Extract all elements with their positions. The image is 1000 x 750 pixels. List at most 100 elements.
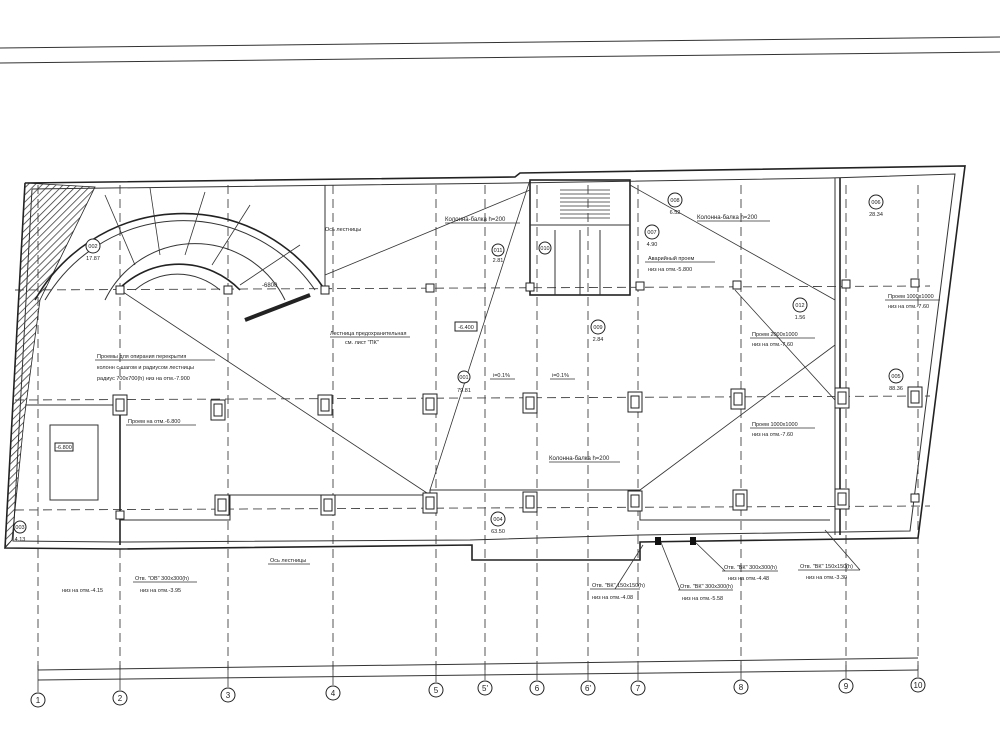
column (910, 278, 920, 288)
note-hole-left: низ на отм.-4.15 (62, 588, 103, 594)
column (635, 281, 645, 291)
axis-label: 5 (434, 686, 439, 695)
note-openings: Проемы для опирания перекрытия (97, 354, 186, 360)
svg-text:002: 002 (88, 244, 97, 250)
note-hole-vk3: Отв. "ВК" 300х300(h) (724, 565, 777, 571)
svg-text:28.34: 28.34 (869, 212, 883, 218)
svg-text:011: 011 (494, 248, 503, 254)
slope-2: i=0.1% (552, 373, 569, 379)
svg-text:низ на отм.-3.30: низ на отм.-3.30 (806, 575, 847, 581)
axis-label: 1 (36, 696, 41, 705)
column (834, 387, 850, 409)
svg-text:63.50: 63.50 (491, 529, 505, 535)
curved-staircase (34, 187, 326, 322)
column (730, 388, 746, 410)
column (627, 391, 643, 413)
level-main: -6.400 (458, 325, 474, 331)
note-beam-top: Колонна-балка h=200 (445, 217, 506, 223)
axis-marker: 7 (630, 680, 646, 696)
note-opening-1000b: Проем 1000х1000 (752, 422, 798, 428)
slope-1: i=0.1% (493, 373, 510, 379)
note-beam-bottom: Колонна-балка h=200 (549, 456, 610, 462)
axis-marker: 6 (529, 680, 545, 696)
svg-text:2.84: 2.84 (593, 337, 604, 343)
room-tag-002: 002 17.87 (85, 238, 101, 262)
svg-text:низ на отм.-7.60: низ на отм.-7.60 (752, 432, 793, 438)
note-hole-vk2: Отв. "ВК" 300х300(h) (680, 584, 733, 590)
axis-label: 4 (331, 689, 336, 698)
axis-label: 8 (739, 683, 744, 692)
annotations: Колонна-балка h=200 Колонна-балка h=200 … (54, 215, 940, 602)
column (907, 386, 923, 408)
axis-label: 10 (914, 681, 923, 690)
axis-marker: 8 (733, 679, 749, 695)
column (841, 279, 851, 289)
columns (112, 278, 923, 520)
svg-text:низ на отм.-5.58: низ на отм.-5.58 (682, 596, 723, 602)
stair-core (529, 179, 631, 296)
svg-text:радиус 700х700(h) низ на отм.-: радиус 700х700(h) низ на отм.-7.900 (97, 376, 190, 382)
axis-label: 6' (585, 684, 591, 693)
column (834, 488, 850, 510)
axis-label: 5' (482, 684, 488, 693)
note-stair-level: -6800 (262, 283, 278, 289)
svg-text:17.87: 17.87 (86, 256, 100, 262)
column (112, 394, 128, 416)
axis-marker: 3 (220, 687, 236, 703)
note-stair-ref: Лестница предохранительная (330, 331, 406, 337)
axis-label: 3 (226, 691, 231, 700)
column (525, 282, 535, 292)
svg-text:79.81: 79.81 (457, 388, 471, 394)
column (522, 392, 538, 414)
room-tag-009: 009 2.84 (590, 319, 606, 343)
svg-text:-6.800: -6.800 (56, 445, 72, 451)
svg-text:4.90: 4.90 (647, 242, 658, 248)
note-opening-1000a: Проем 1000х1000 (888, 294, 934, 300)
axis-label: 7 (636, 684, 641, 693)
axis-marker: 1 (30, 692, 46, 708)
column (910, 493, 920, 503)
svg-text:низ на отм.-3.95: низ на отм.-3.95 (140, 588, 181, 594)
note-opening-2000: Проем 2000х1000 (752, 332, 798, 338)
axis-marker: 5 (428, 682, 444, 698)
svg-text:низ на отм.-5.800: низ на отм.-5.800 (648, 267, 692, 273)
column (422, 393, 438, 415)
note-emergency-opening: Аварийный проем (648, 255, 695, 262)
svg-text:низ на отм.-4.48: низ на отм.-4.48 (728, 576, 769, 582)
axis-label: 6 (535, 684, 540, 693)
column (223, 285, 233, 295)
axis-marker: 4 (325, 685, 341, 701)
svg-text:6.52: 6.52 (670, 210, 681, 216)
svg-text:003: 003 (15, 525, 24, 531)
svg-text:010: 010 (540, 246, 549, 252)
column (320, 494, 336, 516)
axis-label: 2 (118, 694, 123, 703)
note-beam-top-right: Колонна-балка h=200 (697, 215, 758, 221)
svg-text:низ на отм.-4.08: низ на отм.-4.08 (592, 595, 633, 601)
column (422, 492, 438, 514)
note-wall-axis: Ось лестницы (270, 558, 306, 564)
svg-text:008: 008 (670, 198, 679, 204)
room-tag-003: 003 4.13 (13, 520, 27, 543)
svg-text:006: 006 (871, 200, 880, 206)
axis-marker: 10 (910, 677, 926, 693)
axis-marker: 5' (477, 680, 493, 696)
room-tag-010: 010 (538, 241, 552, 255)
svg-text:1.56: 1.56 (795, 315, 806, 321)
svg-text:007: 007 (647, 230, 656, 236)
sheet-border (0, 36, 1000, 64)
column (317, 394, 333, 416)
room-tag-006: 006 28.34 (868, 194, 884, 218)
column (115, 510, 125, 520)
column (210, 399, 226, 421)
room-tag-008: 008 6.52 (667, 192, 683, 216)
svg-text:4.13: 4.13 (15, 537, 26, 543)
svg-text:009: 009 (593, 325, 602, 331)
room-tag-007: 007 4.90 (644, 224, 660, 248)
column (732, 280, 742, 290)
